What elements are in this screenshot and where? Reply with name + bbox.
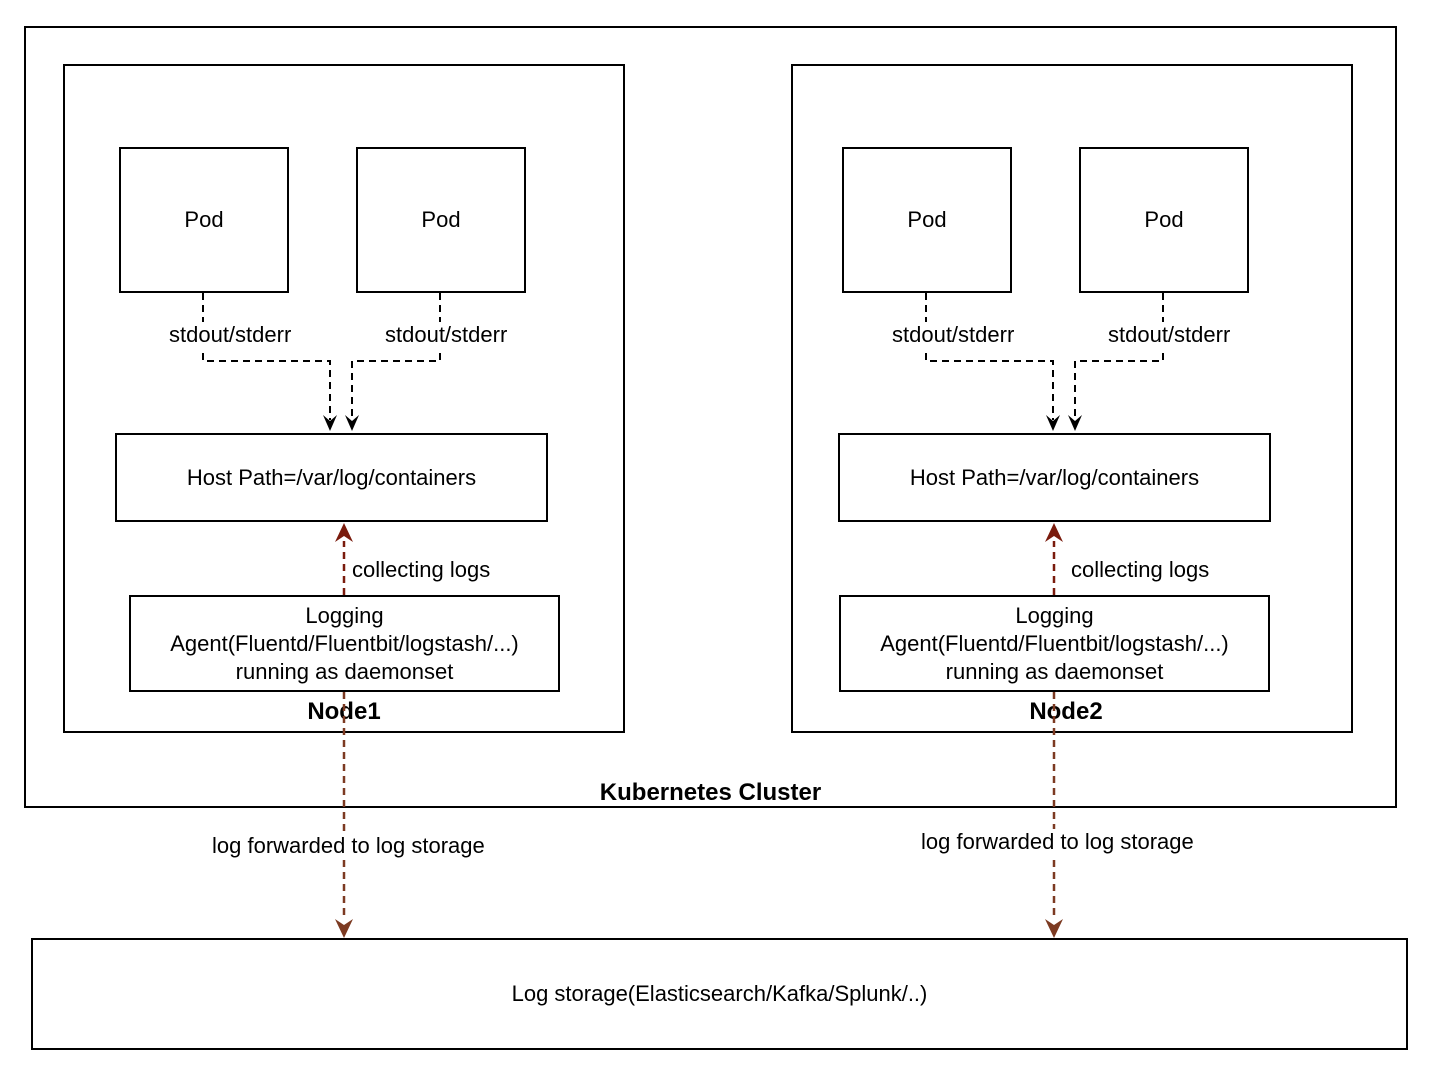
pod-label: Pod — [184, 207, 224, 232]
stdout-stderr-label: stdout/stderr — [166, 322, 295, 348]
host-path-label: Host Path=/var/log/containers — [186, 464, 477, 490]
log-forwarded-label: log forwarded to log storage — [209, 833, 488, 859]
stdout-stderr-label: stdout/stderr — [1105, 322, 1234, 348]
arrowhead-down-icon — [335, 919, 353, 938]
node1-pod1-box: Pod — [119, 147, 289, 293]
node2-host-path-box: Host Path=/var/log/containers — [838, 433, 1271, 522]
node2-pod2-box: Pod — [1079, 147, 1249, 293]
node1-pod2-box: Pod — [356, 147, 526, 293]
log-forwarded-label: log forwarded to log storage — [918, 829, 1197, 855]
node2-pod1-box: Pod — [842, 147, 1012, 293]
kubernetes-cluster-label: Kubernetes Cluster — [599, 779, 822, 806]
node1-logging-agent-box: Logging Agent(Fluentd/Fluentbit/logstash… — [129, 595, 560, 692]
collecting-logs-label: collecting logs — [349, 557, 494, 583]
arrowhead-down-icon — [1045, 919, 1063, 938]
logging-agent-line: Logging — [305, 602, 384, 628]
logging-agent-line: running as daemonset — [235, 658, 454, 684]
node1-host-path-box: Host Path=/var/log/containers — [115, 433, 548, 522]
pod-label: Pod — [421, 207, 461, 232]
node2-logging-agent-box: Logging Agent(Fluentd/Fluentbit/logstash… — [839, 595, 1270, 692]
stdout-stderr-label: stdout/stderr — [382, 322, 511, 348]
logging-agent-line: Logging — [1015, 602, 1094, 628]
log-storage-label: Log storage(Elasticsearch/Kafka/Splunk/.… — [511, 981, 928, 1006]
host-path-label: Host Path=/var/log/containers — [909, 464, 1200, 490]
pod-label: Pod — [907, 207, 947, 232]
logging-agent-line: running as daemonset — [945, 658, 1164, 684]
logging-agent-line: Agent(Fluentd/Fluentbit/logstash/...) — [170, 630, 519, 656]
logging-agent-line: Agent(Fluentd/Fluentbit/logstash/...) — [880, 630, 1229, 656]
pod-label: Pod — [1144, 207, 1184, 232]
log-storage-box: Log storage(Elasticsearch/Kafka/Splunk/.… — [31, 938, 1408, 1050]
node2-label: Node2 — [1029, 698, 1103, 725]
collecting-logs-label: collecting logs — [1068, 557, 1213, 583]
stdout-stderr-label: stdout/stderr — [889, 322, 1018, 348]
node1-label: Node1 — [307, 698, 381, 725]
